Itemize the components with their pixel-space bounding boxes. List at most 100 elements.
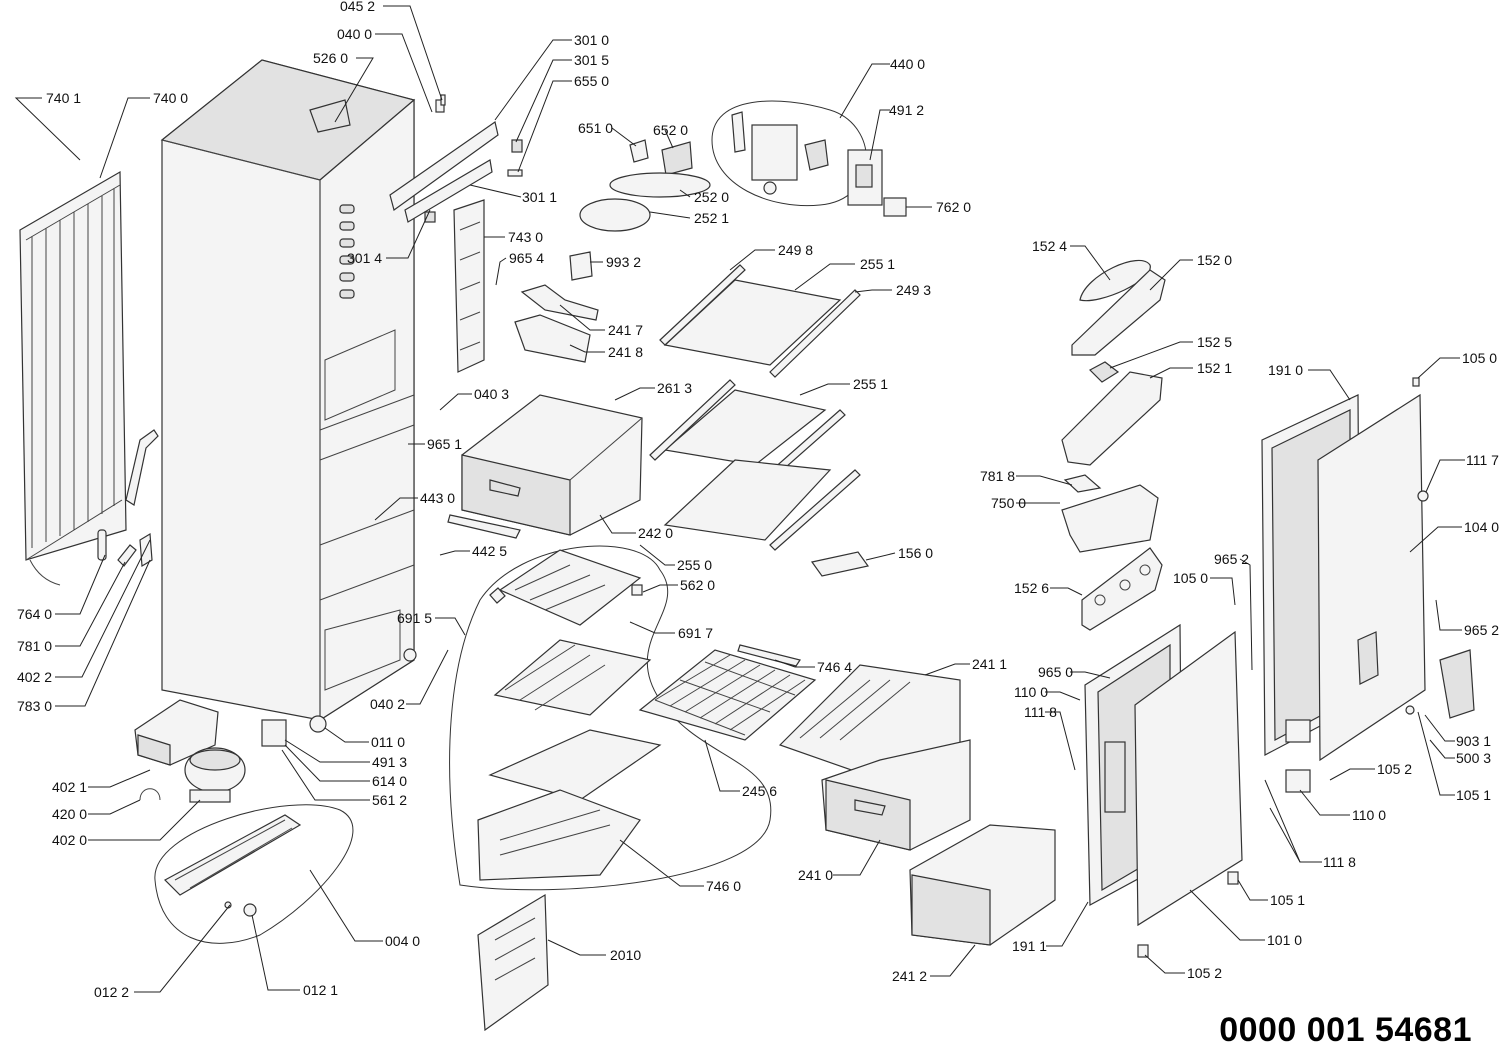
air-duct xyxy=(453,199,485,373)
part-label: 156 0 xyxy=(898,545,933,561)
part-label: 249 8 xyxy=(778,242,813,258)
part-label: 491 3 xyxy=(372,754,407,770)
part-label: 402 2 xyxy=(17,669,52,685)
lower-door xyxy=(1084,623,1243,927)
part-label: 750 0 xyxy=(991,495,1026,511)
cabinet xyxy=(160,59,417,733)
document-number: 0000 001 54681 xyxy=(1219,1011,1472,1049)
part-drawings xyxy=(19,59,1475,1032)
part-label: 420 0 xyxy=(52,806,87,822)
part-label: 249 3 xyxy=(896,282,931,298)
part-label: 110 0 xyxy=(1352,807,1386,823)
part-label: 111 8 xyxy=(1323,854,1356,870)
part-label: 651 0 xyxy=(578,120,613,136)
part-label: 040 3 xyxy=(474,386,509,402)
part-label: 965 2 xyxy=(1214,551,1249,567)
part-label: 012 1 xyxy=(303,982,338,998)
part-label: 440 0 xyxy=(890,56,925,72)
part-label: 762 0 xyxy=(936,199,971,215)
condenser-coil xyxy=(19,170,127,586)
part-label: 652 0 xyxy=(653,122,688,138)
part-label: 191 1 xyxy=(1012,938,1047,954)
part-label: 301 0 xyxy=(574,32,609,48)
part-label: 255 0 xyxy=(677,557,712,573)
part-label: 301 4 xyxy=(347,250,382,266)
pipes xyxy=(97,429,159,568)
part-label: 903 1 xyxy=(1456,733,1491,749)
part-label: 011 0 xyxy=(371,734,405,750)
part-label: 105 2 xyxy=(1377,761,1412,777)
part-label: 252 1 xyxy=(694,210,729,226)
part-label: 241 0 xyxy=(798,867,833,883)
part-label: 012 2 xyxy=(94,984,129,1000)
part-label: 105 0 xyxy=(1462,350,1497,366)
part-label: 965 0 xyxy=(1038,664,1073,680)
lower-drawers xyxy=(778,664,1056,946)
part-label: 993 2 xyxy=(606,254,641,270)
part-label: 301 1 xyxy=(522,189,557,205)
part-label: 2010 xyxy=(610,947,641,963)
part-label: 561 2 xyxy=(372,792,407,808)
upper-door xyxy=(1137,377,1475,958)
part-label: 252 0 xyxy=(694,189,729,205)
part-label: 004 0 xyxy=(385,933,420,949)
part-label: 965 2 xyxy=(1464,622,1499,638)
small-parts-middle xyxy=(514,251,599,363)
part-label: 111 8 xyxy=(1024,704,1057,720)
part-label: 781 8 xyxy=(980,468,1015,484)
part-label: 255 1 xyxy=(853,376,888,392)
part-label: 746 0 xyxy=(706,878,741,894)
part-label: 740 1 xyxy=(46,90,81,106)
part-label: 101 0 xyxy=(1267,932,1302,948)
part-label: 402 0 xyxy=(52,832,87,848)
part-label: 402 1 xyxy=(52,779,87,795)
thermostat-parts xyxy=(579,139,711,232)
part-label: 245 6 xyxy=(742,783,777,799)
part-label: 105 2 xyxy=(1187,965,1222,981)
top-cover-strips xyxy=(389,94,523,223)
part-label: 255 1 xyxy=(860,256,895,272)
part-label: 152 0 xyxy=(1197,252,1232,268)
part-label: 111 7 xyxy=(1466,452,1499,468)
part-label: 241 8 xyxy=(608,344,643,360)
part-label: 152 1 xyxy=(1197,360,1232,376)
base-plate-group xyxy=(154,804,354,944)
door-bins xyxy=(1061,259,1166,631)
part-label: 526 0 xyxy=(313,50,348,66)
part-label: 783 0 xyxy=(17,698,52,714)
part-label: 105 1 xyxy=(1456,787,1491,803)
part-label: 105 1 xyxy=(1270,892,1305,908)
back-cover xyxy=(477,893,549,1032)
part-label: 104 0 xyxy=(1464,519,1499,535)
part-label: 261 3 xyxy=(657,380,692,396)
part-label: 241 1 xyxy=(972,656,1007,672)
part-label: 691 7 xyxy=(678,625,713,641)
part-label: 500 3 xyxy=(1456,750,1491,766)
leader-lines xyxy=(14,5,1465,993)
part-label: 965 1 xyxy=(427,436,462,452)
wire-shelf xyxy=(638,644,817,741)
part-label: 746 4 xyxy=(817,659,852,675)
part-label: 614 0 xyxy=(372,773,407,789)
part-label: 105 0 xyxy=(1173,570,1208,586)
part-label: 781 0 xyxy=(17,638,52,654)
control-unit-group xyxy=(711,100,907,217)
part-label: 655 0 xyxy=(574,73,609,89)
part-label: 740 0 xyxy=(153,90,188,106)
light-cover xyxy=(810,551,870,577)
part-label: 152 4 xyxy=(1032,238,1067,254)
part-label: 040 2 xyxy=(370,696,405,712)
part-label: 965 4 xyxy=(509,250,544,266)
part-label: 743 0 xyxy=(508,229,543,245)
part-label: 764 0 xyxy=(17,606,52,622)
part-label: 152 5 xyxy=(1197,334,1232,350)
part-label: 562 0 xyxy=(680,577,715,593)
compressor-group xyxy=(134,699,287,803)
freezer-drawer-top xyxy=(447,394,643,539)
part-label: 241 2 xyxy=(892,968,927,984)
part-label: 110 0 xyxy=(1014,684,1048,700)
part-label: 442 5 xyxy=(472,543,507,559)
part-label: 045 2 xyxy=(340,0,375,14)
